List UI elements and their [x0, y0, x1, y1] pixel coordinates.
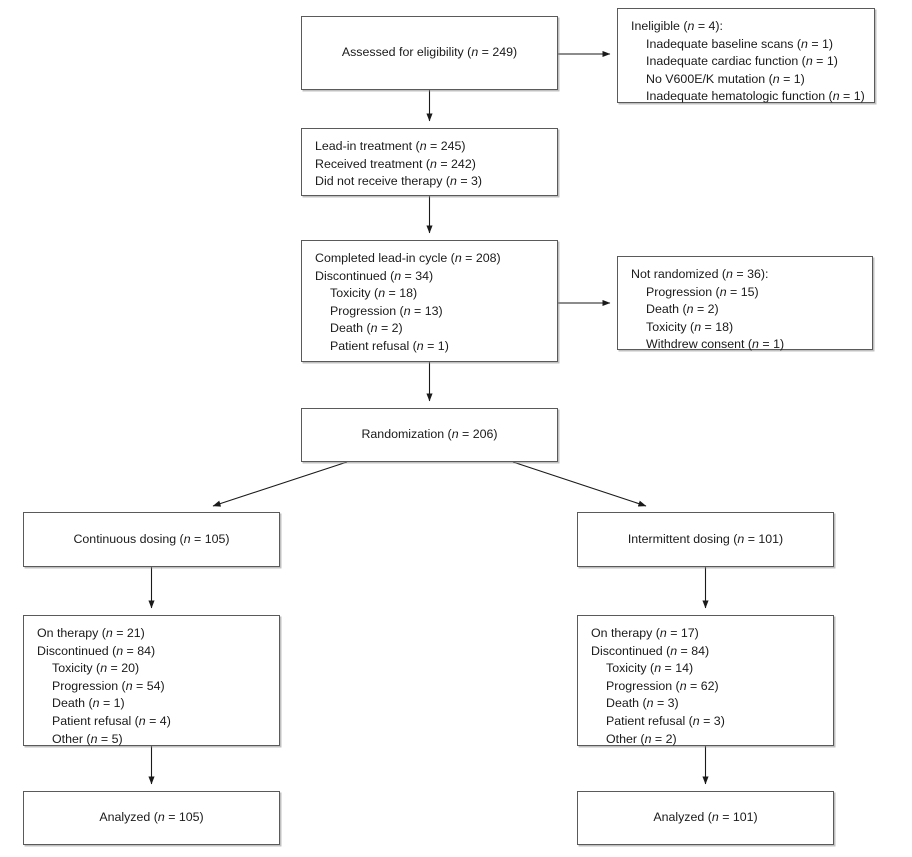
- ineligible-line-0: Ineligible (n = 4):: [631, 19, 723, 33]
- notrandomized-line-2: Death (n = 2): [646, 302, 719, 317]
- node-assessed-for-eligibility: Assessed for eligibility (n = 249): [301, 16, 558, 90]
- continuous-line-0: Continuous dosing (n = 105): [73, 531, 230, 546]
- node-completed-lead-in-cycle: Completed lead-in cycle (n = 208) Discon…: [301, 240, 558, 362]
- completed-line-5: Patient refusal (n = 1): [330, 338, 449, 353]
- node-ineligible: Ineligible (n = 4): Inadequate baseline …: [617, 8, 875, 103]
- node-continuous-arm-status: On therapy (n = 21) Discontinued (n = 84…: [23, 615, 280, 746]
- randomization-line-0: Randomization (n = 206): [361, 427, 498, 442]
- intermittent-status-line-1: Discontinued (n = 84): [591, 643, 710, 658]
- ineligible-line-3: No V600E/K mutation (n = 1): [646, 71, 805, 86]
- assessed-line-0: Assessed for eligibility (n = 249): [341, 45, 518, 60]
- continuous-status-line-0: On therapy (n = 21): [37, 626, 145, 640]
- node-analyzed-intermittent: Analyzed (n = 101): [577, 791, 834, 845]
- leadin-line-1: Received treatment (n = 242): [315, 156, 476, 171]
- edge-randomization-to-intermittent: [512, 461, 647, 507]
- intermittent-status-line-3: Progression (n = 62): [606, 678, 719, 693]
- node-continuous-dosing: Continuous dosing (n = 105): [23, 512, 280, 567]
- continuous-status-line-4: Death (n = 1): [52, 696, 125, 711]
- node-analyzed-continuous: Analyzed (n = 105): [23, 791, 280, 845]
- node-intermittent-arm-status: On therapy (n = 17) Discontinued (n = 84…: [577, 615, 834, 746]
- analyzed-left-line-0: Analyzed (n = 105): [99, 810, 204, 825]
- intermittent-status-line-6: Other (n = 2): [606, 731, 677, 746]
- ineligible-line-1: Inadequate baseline scans (n = 1): [646, 36, 834, 51]
- continuous-status-line-3: Progression (n = 54): [52, 678, 165, 693]
- edge-randomization-to-continuous: [212, 461, 348, 507]
- node-randomization: Randomization (n = 206): [301, 408, 558, 462]
- analyzed-right-line-0: Analyzed (n = 101): [653, 810, 758, 825]
- leadin-line-0: Lead-in treatment (n = 245): [315, 139, 466, 153]
- continuous-status-line-5: Patient refusal (n = 4): [52, 713, 171, 728]
- completed-line-4: Death (n = 2): [330, 321, 403, 336]
- node-lead-in-treatment: Lead-in treatment (n = 245) Received tre…: [301, 128, 558, 196]
- intermittent-status-line-2: Toxicity (n = 14): [606, 661, 694, 676]
- node-not-randomized: Not randomized (n = 36): Progression (n …: [617, 256, 873, 351]
- notrandomized-line-4: Withdrew consent (n = 1): [646, 337, 785, 352]
- completed-line-2: Toxicity (n = 18): [330, 286, 418, 301]
- leadin-line-2: Did not receive therapy (n = 3): [315, 174, 483, 189]
- notrandomized-line-1: Progression (n = 15): [646, 284, 759, 299]
- intermittent-status-line-4: Death (n = 3): [606, 696, 679, 711]
- ineligible-line-4: Inadequate hematologic function (n = 1): [646, 89, 865, 104]
- completed-line-3: Progression (n = 13): [330, 303, 443, 318]
- intermittent-line-0: Intermittent dosing (n = 101): [627, 531, 784, 546]
- intermittent-status-line-5: Patient refusal (n = 3): [606, 713, 725, 728]
- node-intermittent-dosing: Intermittent dosing (n = 101): [577, 512, 834, 567]
- completed-line-1: Discontinued (n = 34): [315, 268, 434, 283]
- ineligible-line-2: Inadequate cardiac function (n = 1): [646, 54, 838, 69]
- continuous-status-line-6: Other (n = 5): [52, 731, 123, 746]
- continuous-status-line-2: Toxicity (n = 20): [52, 661, 140, 676]
- intermittent-status-line-0: On therapy (n = 17): [591, 626, 699, 640]
- notrandomized-line-3: Toxicity (n = 18): [646, 319, 734, 334]
- continuous-status-line-1: Discontinued (n = 84): [37, 643, 156, 658]
- notrandomized-line-0: Not randomized (n = 36):: [631, 267, 769, 281]
- completed-line-0: Completed lead-in cycle (n = 208): [315, 251, 501, 265]
